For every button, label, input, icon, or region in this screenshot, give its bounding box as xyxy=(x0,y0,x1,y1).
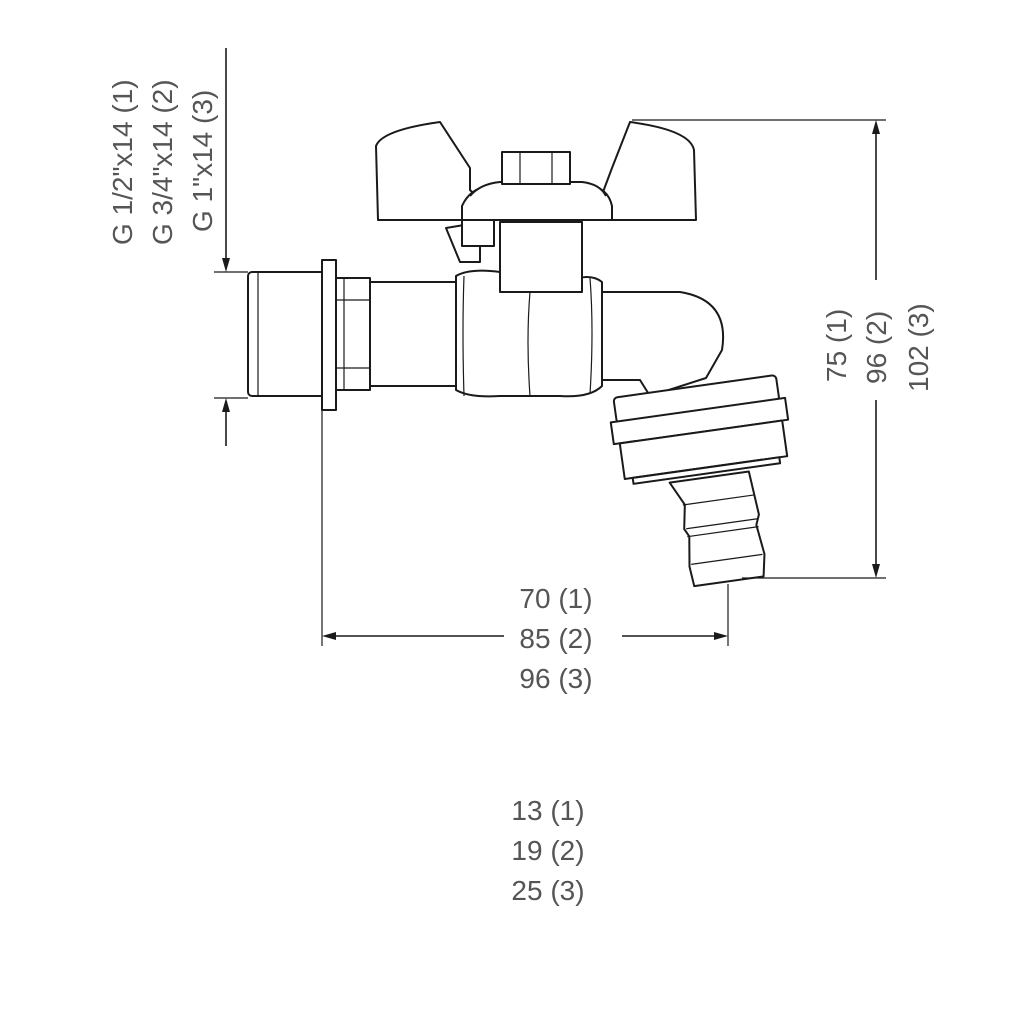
hose-label-3: 25 (3) xyxy=(511,875,584,906)
hose-connector xyxy=(668,470,766,588)
butterfly-handle xyxy=(375,121,697,221)
length-label-2: 85 (2) xyxy=(519,623,592,654)
height-label-1: 75 (1) xyxy=(821,309,852,382)
thread-label-1: G 1/2"x14 (1) xyxy=(107,79,138,245)
mounting-flange xyxy=(321,259,371,411)
length-dimension xyxy=(321,410,729,646)
inlet-thread xyxy=(247,271,331,397)
height-label-2: 96 (2) xyxy=(861,311,892,384)
spout xyxy=(601,291,725,397)
valve-neck xyxy=(369,281,459,387)
hose-label-1: 13 (1) xyxy=(511,795,584,826)
length-label-3: 96 (3) xyxy=(519,663,592,694)
height-dimension xyxy=(632,119,886,579)
length-label-1: 70 (1) xyxy=(519,583,592,614)
thread-label-2: G 3/4"x14 (2) xyxy=(147,79,178,245)
thread-label-3: G 1"x14 (3) xyxy=(187,90,218,232)
height-label-3: 102 (3) xyxy=(903,303,934,392)
hose-nut xyxy=(609,374,790,485)
thread-dimension xyxy=(214,48,248,446)
hose-label-2: 19 (2) xyxy=(511,835,584,866)
